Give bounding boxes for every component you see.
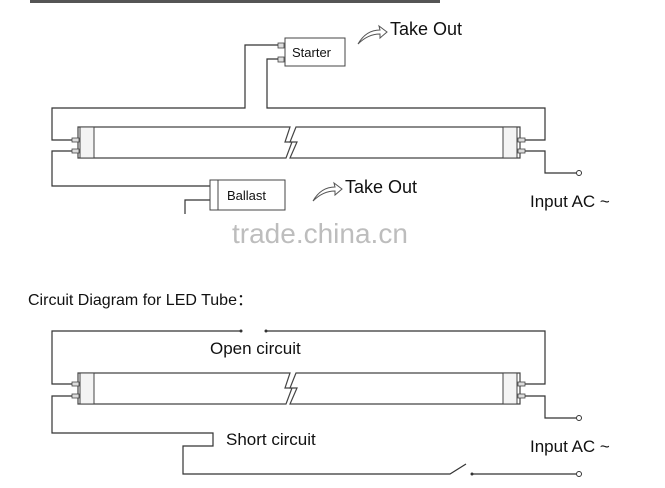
- end-cap: [79, 126, 95, 159]
- tube-pin: [517, 137, 526, 143]
- wire: [51, 330, 240, 385]
- wire: [51, 150, 210, 187]
- open-circuit-label: Open circuit: [210, 339, 301, 358]
- tube-pin: [71, 137, 80, 143]
- fluorescent-tube: [71, 126, 526, 159]
- end-cap: [502, 372, 518, 405]
- short-circuit-label: Short circuit: [226, 430, 316, 449]
- starter: Starter: [277, 37, 346, 67]
- wire: [184, 199, 210, 214]
- led-tube: [71, 372, 526, 405]
- input-ac-label: Input AC ~: [530, 437, 610, 456]
- tube-pin: [517, 393, 526, 399]
- ballast-label: Ballast: [227, 188, 266, 203]
- wire: [266, 58, 546, 141]
- take-out-label: Take Out: [390, 19, 462, 39]
- wire: [51, 395, 467, 475]
- wire: [51, 44, 278, 141]
- terminal: [576, 170, 582, 176]
- ballast: Ballast: [209, 179, 286, 211]
- input-ac-label: Input AC ~: [530, 192, 610, 211]
- tube-pin: [517, 148, 526, 154]
- fluorescent-circuit: Starter Ballast Take Out Take Out Input …: [51, 19, 610, 214]
- tube-pin: [71, 381, 80, 387]
- tube-pin: [71, 393, 80, 399]
- starter-label: Starter: [292, 45, 332, 60]
- wire: [525, 395, 576, 419]
- led-diagram-title: Circuit Diagram for LED Tube：: [28, 292, 253, 309]
- take-out-arrow-icon: [312, 181, 343, 202]
- take-out-arrow-icon: [357, 24, 388, 45]
- tube-pin: [71, 148, 80, 154]
- ballast-box: [209, 179, 286, 211]
- terminal: [576, 415, 582, 421]
- end-cap: [502, 126, 518, 159]
- starter-box: [284, 37, 346, 67]
- tube-pin: [517, 381, 526, 387]
- led-circuit: Open circuit Short circuit Input AC ~: [51, 329, 610, 477]
- cutoff-heading: [30, 0, 440, 3]
- watermark: trade.china.cn: [232, 218, 408, 249]
- starter-pin: [277, 42, 285, 49]
- wire: [266, 330, 546, 385]
- terminal: [576, 471, 582, 477]
- wire: [525, 150, 576, 174]
- end-cap: [79, 372, 95, 405]
- take-out-label: Take Out: [345, 177, 417, 197]
- starter-pin: [277, 56, 285, 63]
